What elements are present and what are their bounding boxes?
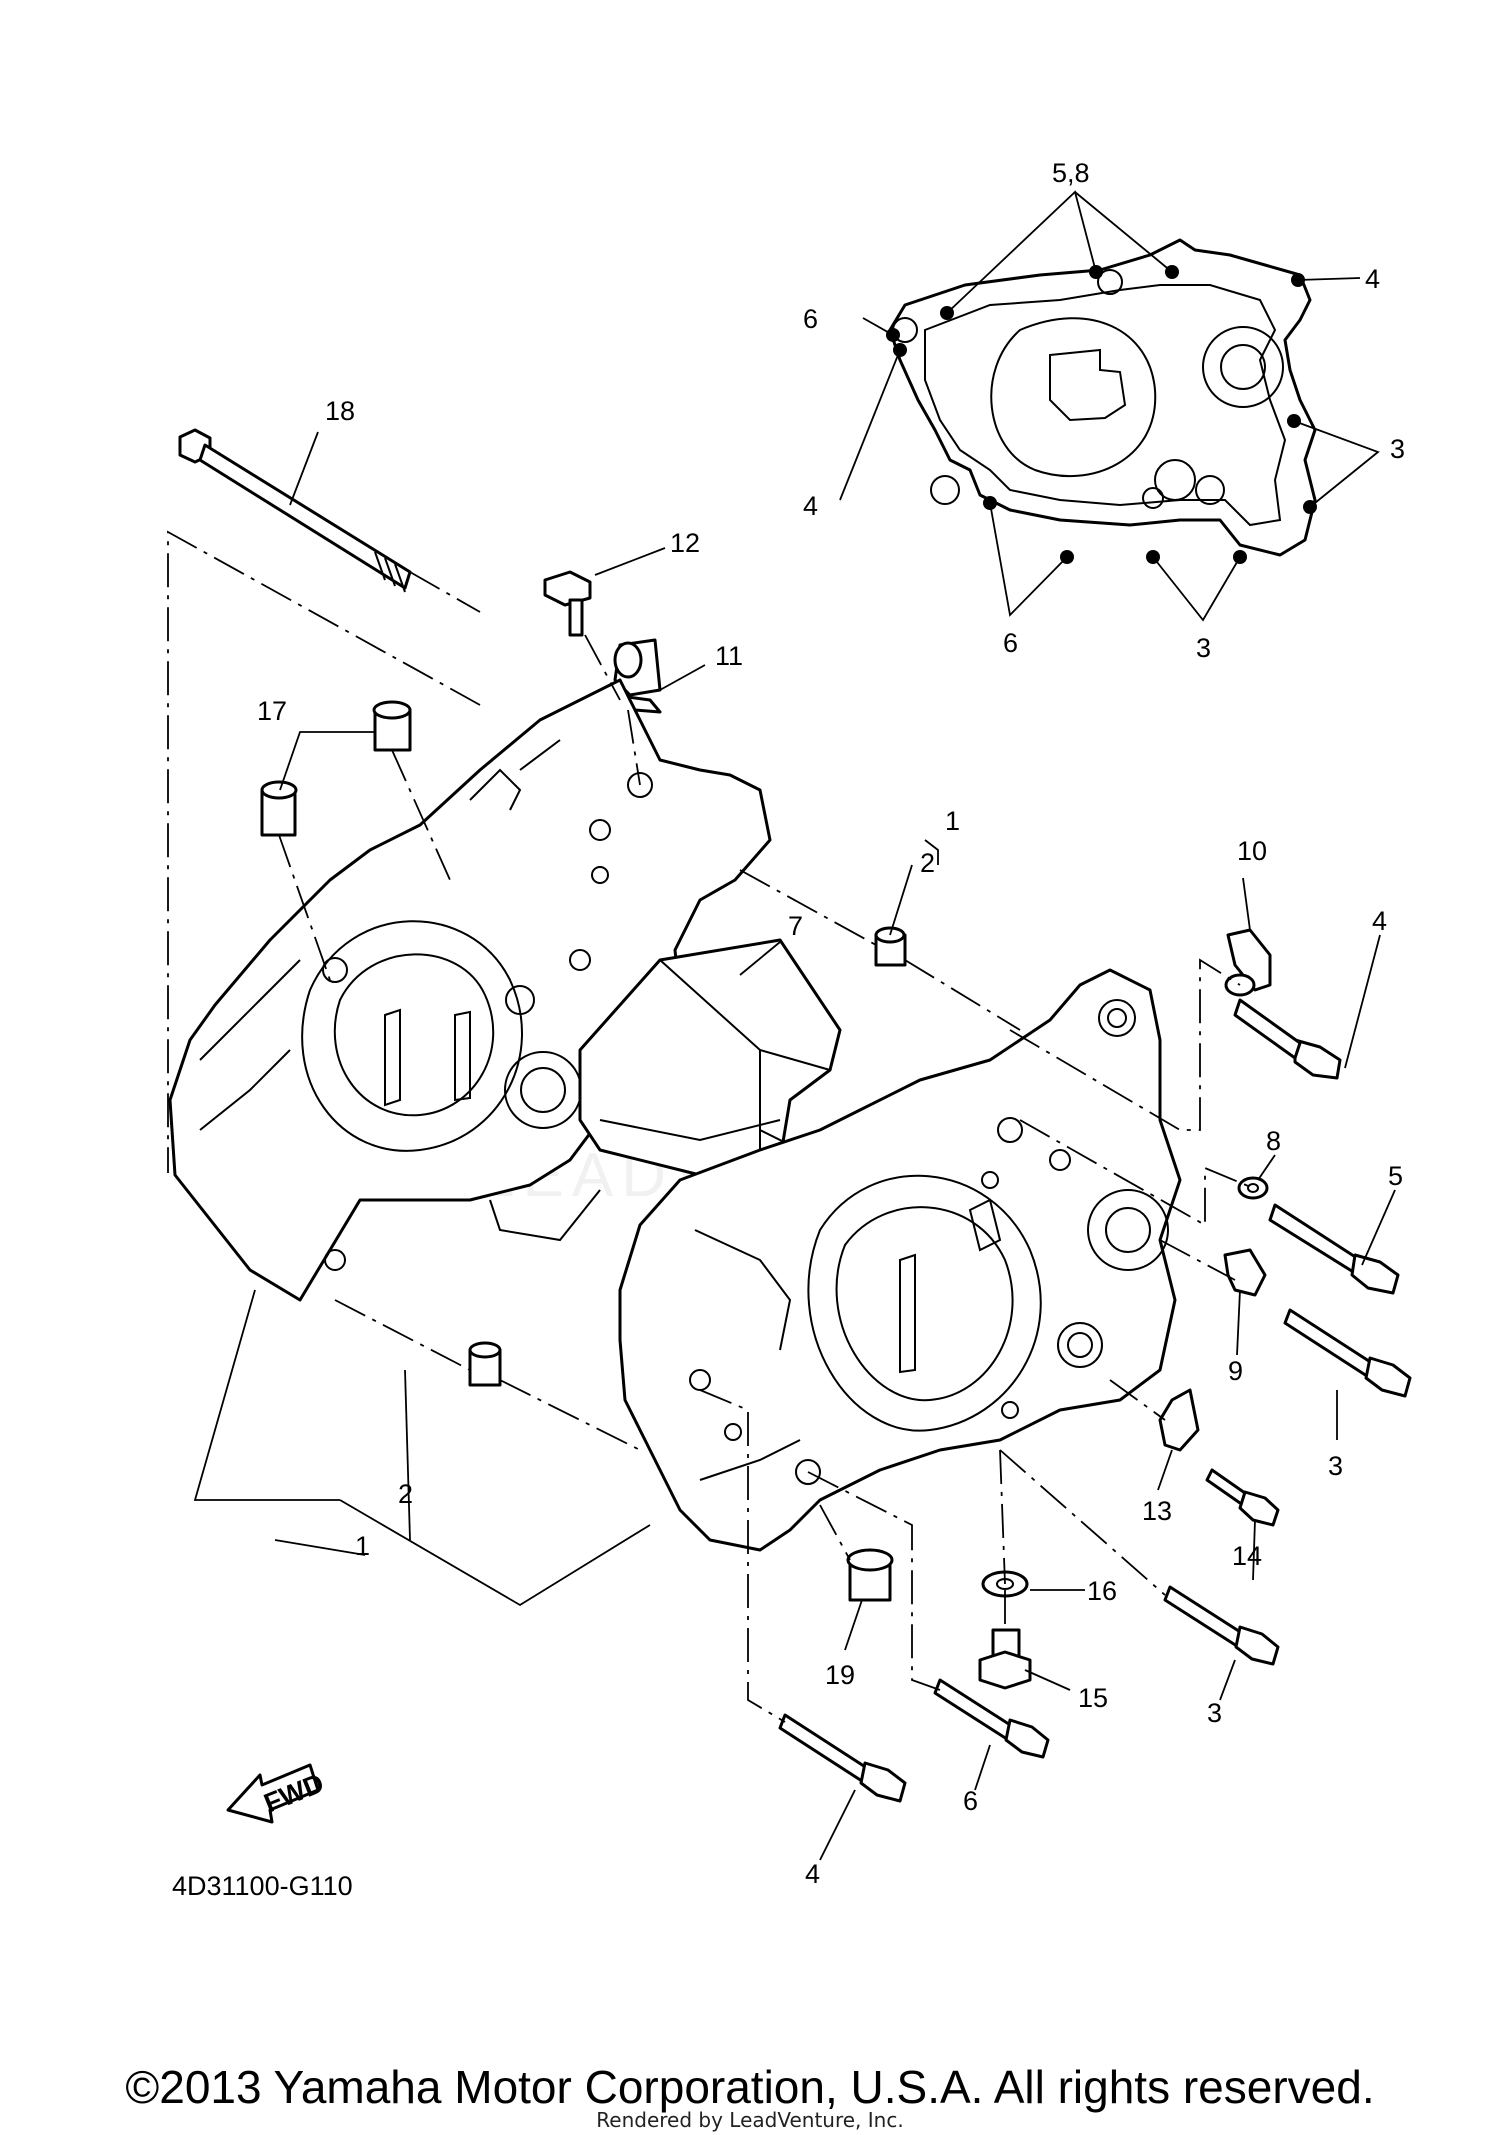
bolt-6-lower <box>933 1678 1050 1759</box>
callout-4: 4 <box>1372 906 1387 936</box>
bolt-12 <box>543 570 592 637</box>
callout-3: 3 <box>1207 1698 1222 1728</box>
callout-17: 17 <box>257 696 287 726</box>
callout-2: 2 <box>920 848 935 878</box>
bolt-15 <box>978 1628 1032 1690</box>
callout-11: 11 <box>715 641 743 671</box>
callout-5: 5 <box>1388 1161 1403 1191</box>
bolt-18 <box>178 428 412 593</box>
callout-4: 4 <box>803 491 818 521</box>
assembly-lines <box>167 530 1254 1723</box>
callout-16: 16 <box>1087 1576 1117 1606</box>
bolt-3-lower <box>1163 1585 1280 1666</box>
callout-1: 1 <box>355 1531 370 1561</box>
bolt-3-mid <box>1283 1308 1412 1398</box>
callout-14: 14 <box>1232 1541 1262 1571</box>
callout-18: 18 <box>325 396 355 426</box>
bolt-14 <box>1205 1468 1280 1527</box>
callout-2: 2 <box>398 1479 413 1509</box>
callout-4: 4 <box>1365 264 1380 294</box>
callout-9: 9 <box>1228 1356 1243 1386</box>
bracket-13 <box>1158 1388 1200 1452</box>
washer-8 <box>1237 1176 1269 1200</box>
callout-3: 3 <box>1390 434 1405 464</box>
callout-12: 12 <box>670 528 700 558</box>
callout-1: 1 <box>945 806 960 836</box>
callout-6: 6 <box>803 304 818 334</box>
component-7 <box>578 938 842 1177</box>
callout-5-8: 5,8 <box>1052 158 1090 188</box>
callout-3: 3 <box>1196 633 1211 663</box>
crankcase-exploded-diagram: FWD 5,8 4 6 3 4 6 3 18 12 11 17 1 2 7 10… <box>167 158 1412 1901</box>
collar-19 <box>846 1548 894 1602</box>
fwd-arrow-icon: FWD <box>226 1763 328 1824</box>
callout-19: 19 <box>825 1660 855 1690</box>
callout-15: 15 <box>1078 1683 1108 1713</box>
copyright-text: ©2013 Yamaha Motor Corporation, U.S.A. A… <box>125 2061 1375 2113</box>
rendered-by-text: Rendered by LeadVenture, Inc. <box>596 2108 904 2132</box>
callout-7: 7 <box>788 911 803 941</box>
bolt-4-upper <box>1224 973 1342 1080</box>
callout-13: 13 <box>1142 1496 1172 1526</box>
dowel-17 <box>260 700 412 837</box>
callout-numbers: 5,8 4 6 3 4 6 3 18 12 11 17 1 2 7 10 4 8… <box>172 158 1405 1901</box>
callout-3: 3 <box>1328 1451 1343 1481</box>
callout-6: 6 <box>1003 628 1018 658</box>
part-code: 4D31100-G110 <box>172 1871 353 1901</box>
callout-leaders <box>193 431 1396 1861</box>
callout-10: 10 <box>1237 836 1267 866</box>
bolt-5 <box>1268 1203 1400 1295</box>
crankcase-face-inset <box>839 190 1380 622</box>
bolt-4-lower <box>778 1713 907 1803</box>
callout-8: 8 <box>1266 1126 1281 1156</box>
callout-4: 4 <box>805 1859 820 1889</box>
callout-6: 6 <box>963 1786 978 1816</box>
crankcase-right <box>618 968 1182 1552</box>
clamp-9 <box>1223 1248 1267 1297</box>
